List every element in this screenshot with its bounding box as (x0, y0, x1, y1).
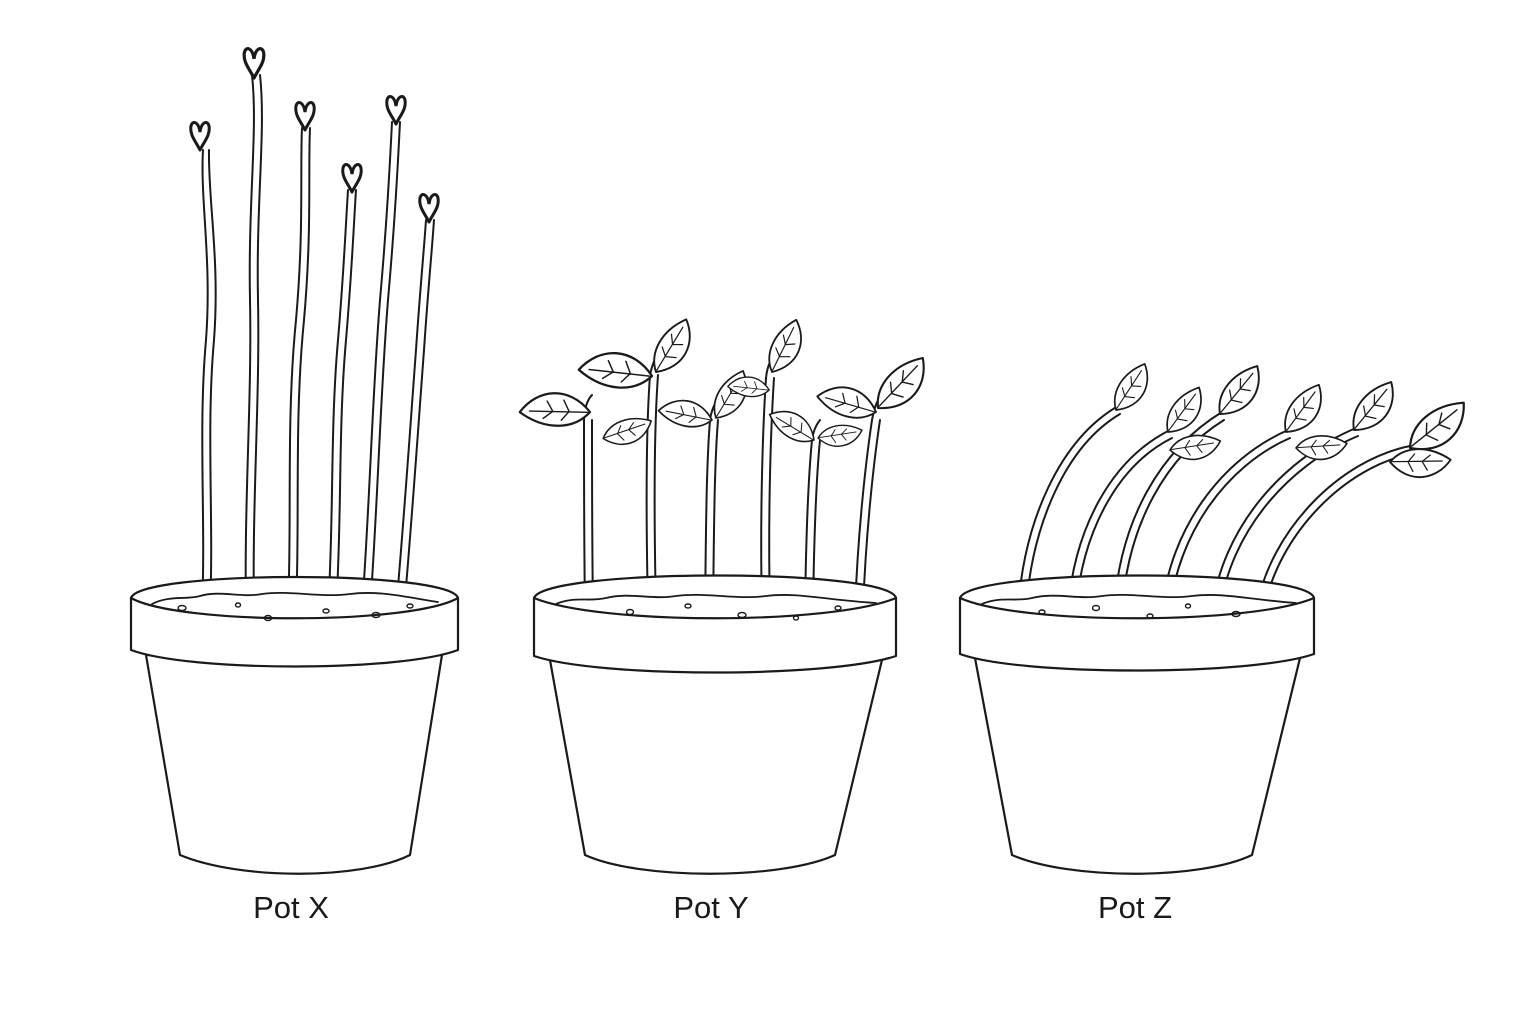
pot-z-label: Pot Z (1097, 890, 1173, 925)
leaf (1399, 398, 1476, 457)
leaf (656, 388, 716, 440)
pot-z-soil-pebbles (1038, 603, 1241, 619)
pot-y-soil-pebbles (625, 603, 842, 621)
pot-x-soil-pebbles (177, 602, 414, 622)
leaf (602, 417, 652, 446)
leaf (1155, 384, 1215, 438)
pot-x-label: Pot X (253, 890, 329, 925)
pot-y-seedlings (517, 316, 939, 611)
leaf (1293, 428, 1349, 467)
leaf (816, 420, 864, 451)
leaf (1272, 381, 1335, 439)
leaf (1102, 361, 1161, 416)
pot-z-seedlings (1017, 361, 1476, 611)
pot-y-body (548, 658, 884, 875)
pot-x-rim (129, 575, 460, 668)
pot-z (958, 361, 1476, 875)
leaf (755, 317, 816, 378)
leaf (639, 316, 706, 379)
leaf (1340, 378, 1407, 437)
pot-y-label: Pot Y (673, 890, 749, 925)
leaf (1206, 362, 1273, 421)
pot-y-rim (532, 574, 898, 674)
leaf (1168, 429, 1222, 465)
pot-z-rim (958, 574, 1316, 672)
pot-x-body (144, 653, 444, 875)
pot-x-seedlings (189, 47, 440, 611)
pot-x (129, 47, 460, 875)
pot-z-body (973, 656, 1302, 875)
leaf (814, 372, 881, 433)
leaf (576, 338, 657, 403)
leaf (517, 380, 594, 439)
pot-y (517, 316, 939, 875)
